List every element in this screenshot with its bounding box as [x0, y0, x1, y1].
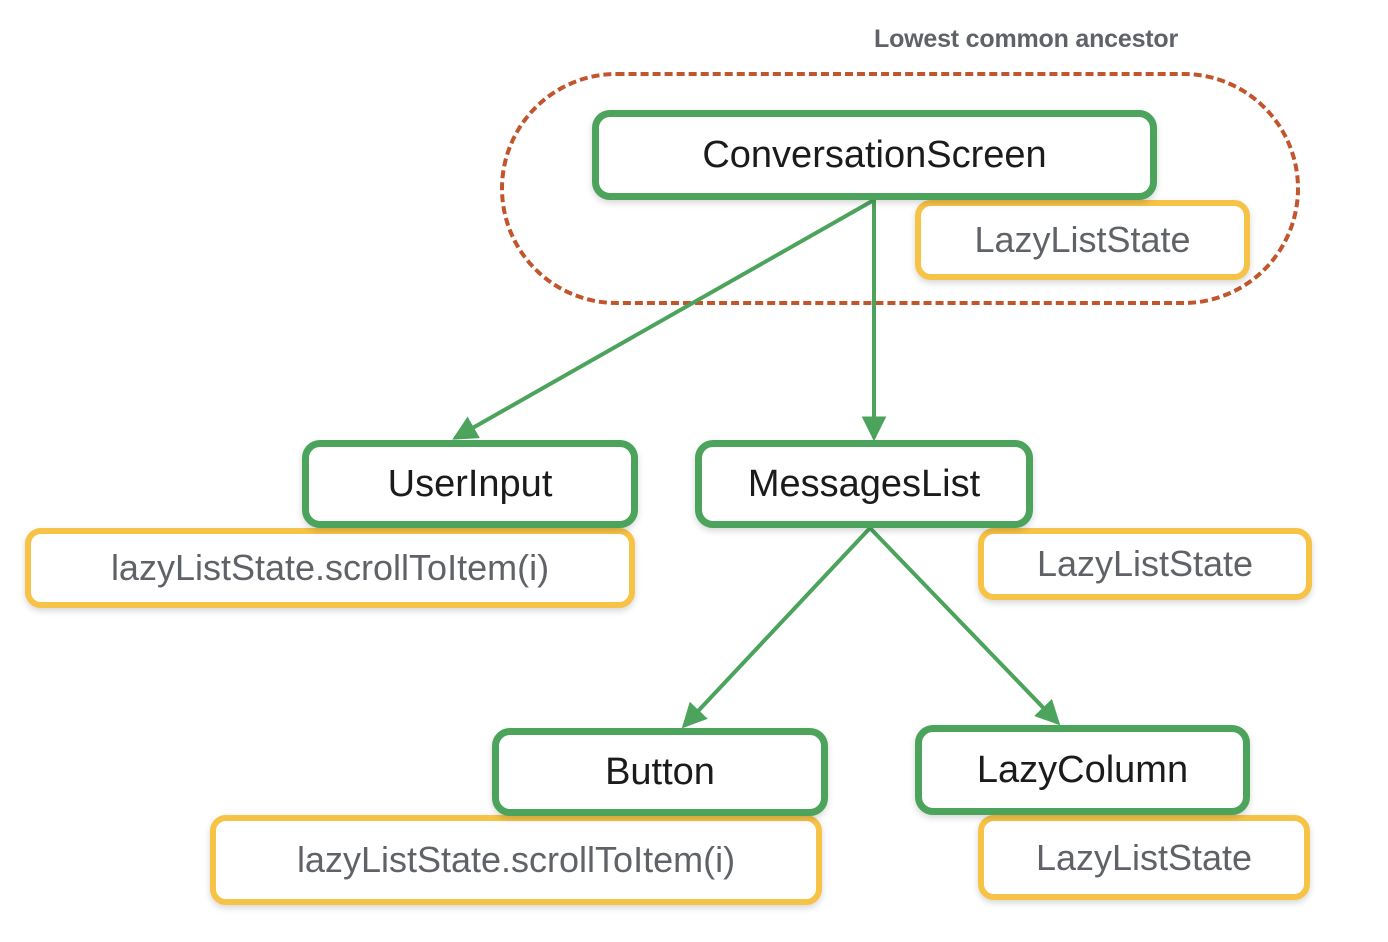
- composable-node-messages-list: MessagesList: [695, 440, 1033, 528]
- state-box-state-conversation-screen: LazyListState: [915, 200, 1250, 280]
- composable-node-conversation-screen: ConversationScreen: [592, 110, 1157, 200]
- state-box-label: LazyListState: [1035, 836, 1253, 878]
- composable-node-button: Button: [492, 728, 828, 816]
- state-box-state-lazy-column: LazyListState: [978, 815, 1310, 900]
- composable-node-label: Button: [605, 750, 715, 793]
- composable-node-label: ConversationScreen: [702, 133, 1047, 176]
- edge-messages-list-to-button: [681, 526, 872, 729]
- lowest-common-ancestor-region: [500, 72, 1300, 305]
- state-box-state-messages-list: LazyListState: [978, 528, 1312, 600]
- state-box-state-button: lazyListState.scrollToItem(i): [210, 815, 822, 905]
- composable-node-lazy-column: LazyColumn: [915, 725, 1250, 815]
- state-box-label: lazyListState.scrollToItem(i): [296, 839, 736, 880]
- state-box-label: lazyListState.scrollToItem(i): [110, 547, 550, 588]
- composable-node-label: UserInput: [387, 462, 553, 505]
- composable-node-label: LazyColumn: [976, 748, 1189, 791]
- state-box-state-user-input: lazyListState.scrollToItem(i): [25, 528, 635, 608]
- state-box-label: LazyListState: [974, 219, 1191, 260]
- state-box-label: LazyListState: [1036, 543, 1254, 584]
- composable-node-label: MessagesList: [747, 462, 981, 505]
- lowest-common-ancestor-label: Lowest common ancestor: [874, 25, 1178, 53]
- composable-node-user-input: UserInput: [302, 440, 638, 528]
